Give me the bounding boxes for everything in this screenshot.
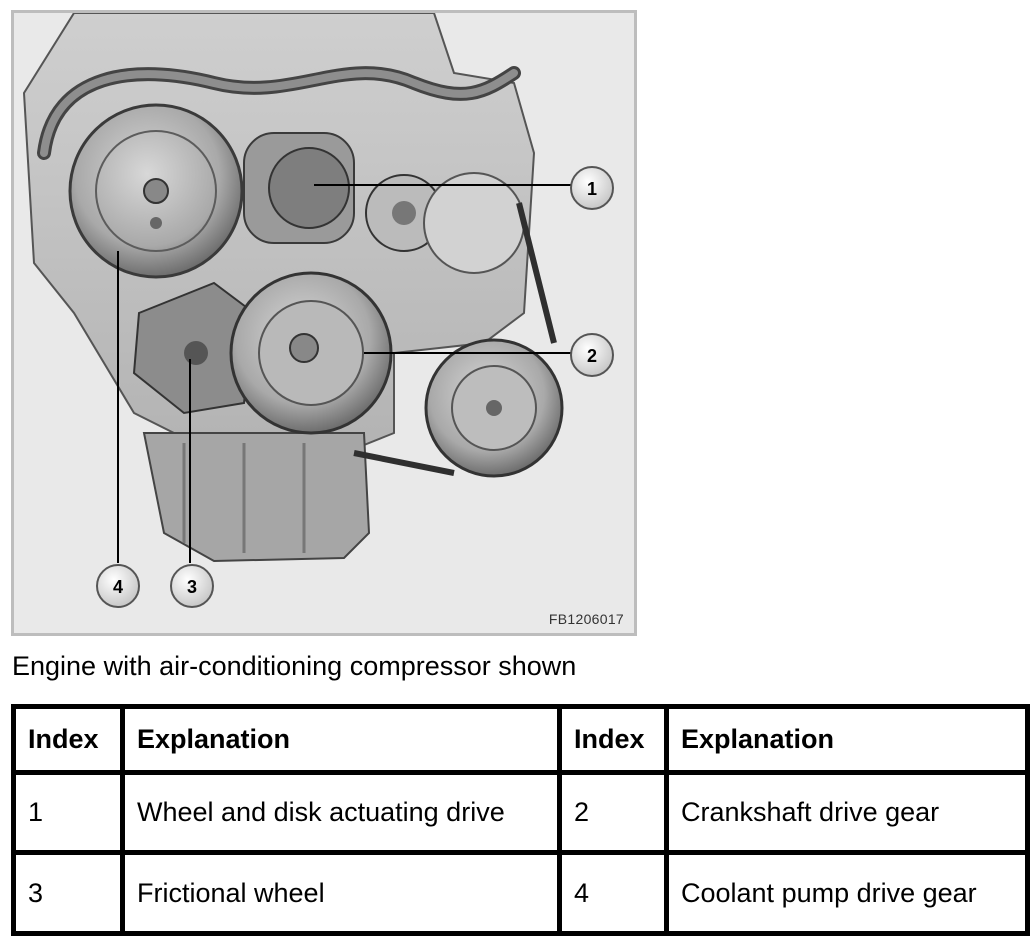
explanation-cell: Frictional wheel <box>120 850 562 936</box>
svg-text:3: 3 <box>187 577 197 597</box>
callout-2: 2 <box>570 333 614 377</box>
explanation-cell: Coolant pump drive gear <box>664 850 1030 936</box>
callout-3: 3 <box>170 564 214 608</box>
index-cell: 3 <box>11 850 125 936</box>
table-row: 1 Wheel and disk actuating drive 2 Crank… <box>11 769 1030 856</box>
engine-figure: 1 2 3 4 FB1206017 <box>11 10 637 636</box>
explanation-cell: Crankshaft drive gear <box>664 769 1030 856</box>
engine-illustration: 1 2 3 4 <box>14 13 634 633</box>
callout-1: 1 <box>570 166 614 210</box>
callout-4: 4 <box>96 564 140 608</box>
figure-caption: Engine with air-conditioning compressor … <box>12 651 577 681</box>
index-cell: 2 <box>557 769 669 856</box>
explanation-cell: Wheel and disk actuating drive <box>120 769 562 856</box>
header-explanation: Explanation <box>664 704 1030 775</box>
legend-table: Index Explanation Index Explanation 1 Wh… <box>11 704 1030 936</box>
table-row: 3 Frictional wheel 4 Coolant pump drive … <box>11 850 1030 936</box>
figure-id: FB1206017 <box>548 611 624 627</box>
svg-text:1: 1 <box>587 179 597 199</box>
header-index: Index <box>11 704 125 775</box>
header-index: Index <box>557 704 669 775</box>
index-cell: 1 <box>11 769 125 856</box>
table-header-row: Index Explanation Index Explanation <box>11 704 1030 775</box>
header-explanation: Explanation <box>120 704 562 775</box>
svg-text:2: 2 <box>587 346 597 366</box>
index-cell: 4 <box>557 850 669 936</box>
svg-text:4: 4 <box>113 577 123 597</box>
